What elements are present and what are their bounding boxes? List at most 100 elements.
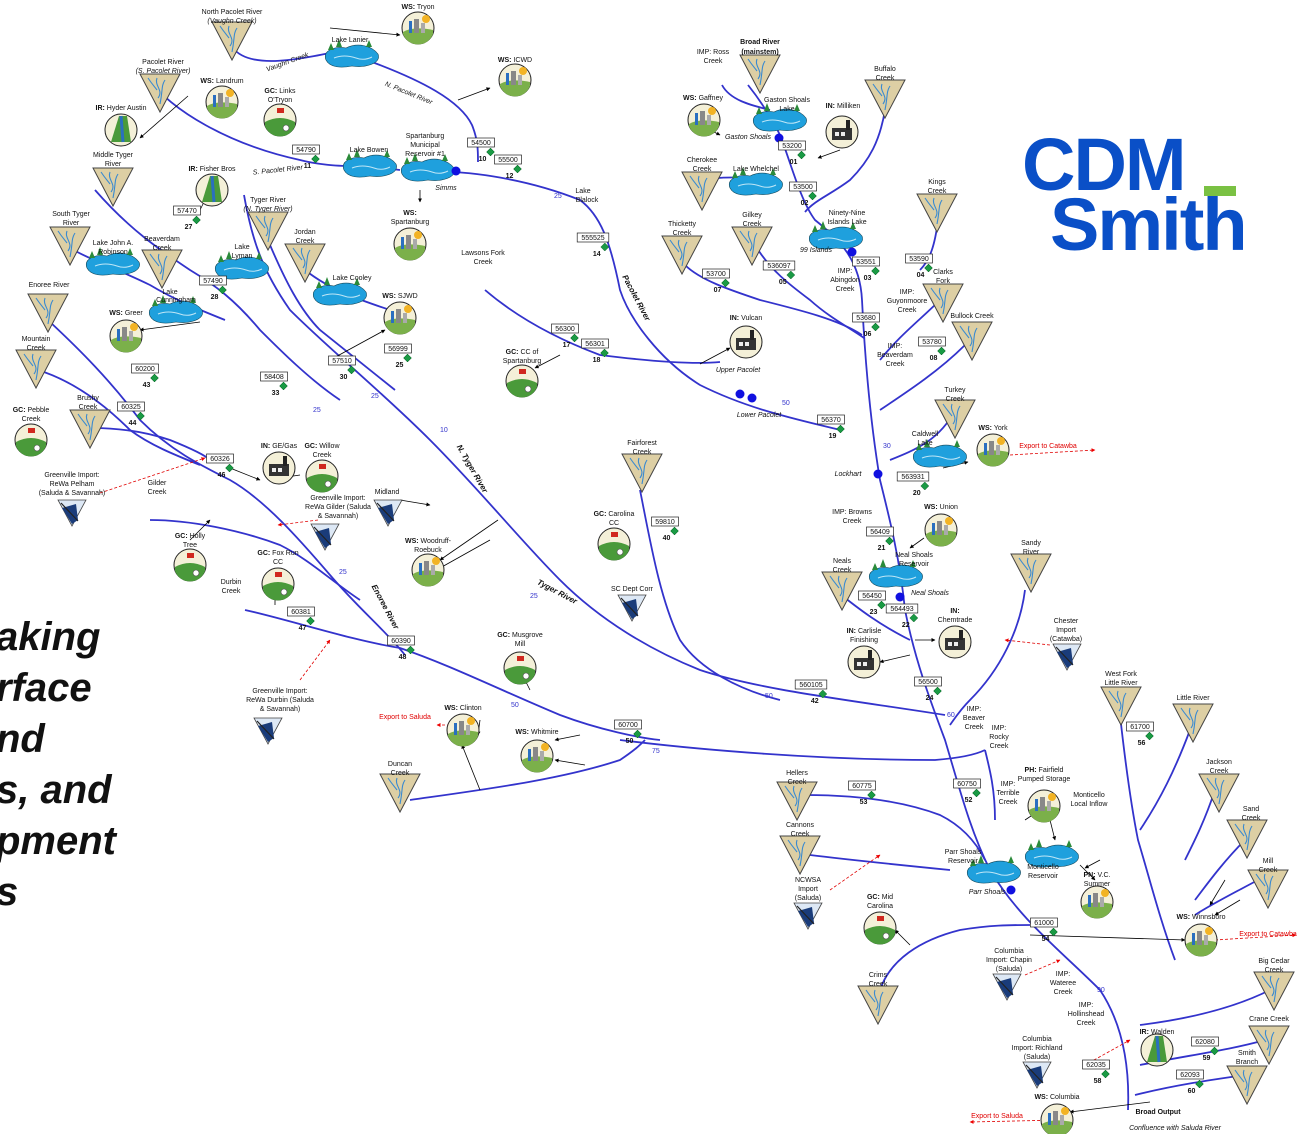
label-jordan2: Creek	[296, 238, 315, 245]
gauge-id-label: 60390	[391, 638, 411, 645]
in-carlisle-icon	[847, 645, 881, 679]
label-ir-fisher: IR: Fisher Bros	[188, 166, 236, 173]
gauge-box	[551, 323, 579, 334]
label-imp-wateree2: Wateree	[1050, 980, 1076, 987]
gauge-box	[467, 137, 495, 148]
label-beaverdam: Beaverdam	[144, 236, 180, 243]
label-cherokee: Cherokee	[687, 157, 717, 164]
gauge-id-label: 60700	[618, 722, 638, 729]
gc-willow-icon	[305, 459, 339, 493]
label-gaston: Gaston Shoals	[764, 97, 810, 104]
south-tyger-tributary-icon	[49, 226, 91, 266]
label-gvl-durbin3: & Savannah)	[260, 706, 300, 713]
side-text-fragment: aking rface nd s, and pment s	[0, 612, 156, 918]
west-fork-tributary-icon	[1100, 686, 1142, 726]
node-number-label: 20	[913, 490, 921, 497]
label-pacr2: (S. Pacolet River)	[136, 68, 191, 75]
node-number-label: 24	[926, 695, 934, 702]
gc-mid-carolina-icon	[863, 911, 897, 945]
neals-tributary-icon	[821, 571, 863, 611]
label-imp-beaver3: Creek	[965, 724, 984, 731]
enoree-tributary-icon	[27, 293, 69, 333]
label-pn-vc2: Summer	[1084, 881, 1111, 888]
label-gc-mid: GC: Mid	[867, 894, 893, 901]
dam-dot	[774, 133, 784, 143]
gc-musgrove-icon	[503, 651, 537, 685]
river-label-ntyger-river: N. Tyger River	[455, 443, 490, 495]
gauge-id-label: 53780	[922, 339, 942, 346]
node-number-label: 14	[593, 251, 601, 258]
node-diamond	[867, 790, 876, 800]
label-in-chem: IN:	[950, 608, 959, 615]
node-diamond	[877, 600, 886, 610]
node-diamond	[1195, 1079, 1204, 1089]
node-number-label: 58	[1094, 1078, 1102, 1085]
ws-gaffney-icon	[687, 103, 721, 137]
label-durbin: Durbin	[221, 579, 242, 586]
ws-york-icon	[976, 433, 1010, 467]
label-imp-ross: IMP: Ross	[697, 49, 730, 56]
node-diamond	[972, 788, 981, 798]
label-imp-browns2: Creek	[843, 518, 862, 525]
ir-walden-icon	[1139, 1032, 1175, 1068]
label-col-chapin: Columbia	[994, 948, 1024, 955]
gauge-id-label: 61000	[1034, 920, 1054, 927]
logo-accent-bar	[1204, 186, 1236, 196]
bullock-tributary-icon	[951, 321, 993, 361]
label-chester3: (Catawba)	[1050, 636, 1082, 643]
flow-value-label: 10	[440, 427, 448, 434]
dam-dot	[895, 592, 905, 602]
gauge-id-label: 56370	[821, 417, 841, 424]
node-number-label: 27	[185, 224, 193, 231]
label-midland: Midland	[375, 489, 400, 496]
monticello-reservoir-icon	[1024, 838, 1080, 868]
node-number-label: 30	[340, 374, 348, 381]
node-number-label: 05	[779, 279, 787, 286]
ws-tryon-icon	[401, 11, 435, 45]
node-number-label: 47	[299, 625, 307, 632]
node-number-label: 17	[563, 342, 571, 349]
node-number-label: 04	[917, 272, 925, 279]
little-river-tributary-icon	[1172, 703, 1214, 743]
label-lowerpac: Lower Pacolet	[737, 412, 782, 419]
node-diamond	[486, 147, 495, 157]
label-mtyger2: River	[105, 161, 122, 168]
middle-tyger-tributary-icon	[92, 167, 134, 207]
label-ws-clinton: WS: Clinton	[444, 705, 481, 712]
gauge-id-label: 56450	[862, 593, 882, 600]
label-gc-links: GC: Links	[264, 88, 296, 95]
flow-value-label: 50	[782, 400, 790, 407]
flow-value-label: 25	[339, 569, 347, 576]
gauge-box	[387, 635, 415, 646]
node-number-label: 23	[870, 609, 878, 616]
ws-clinton-icon	[446, 713, 480, 747]
node-diamond	[192, 215, 201, 225]
node-diamond	[633, 729, 642, 739]
logo-line1: CDM	[1022, 123, 1187, 206]
label-imp-beaver: IMP:	[967, 706, 981, 713]
ws-columbia-icon	[1040, 1103, 1074, 1134]
label-imp-hollin3: Creek	[1077, 1020, 1096, 1027]
label-hellers2: Creek	[788, 779, 807, 786]
gauge-box	[131, 363, 159, 374]
river-label-pacolet-river: Pacolet River	[620, 273, 652, 323]
node-diamond	[218, 285, 227, 295]
label-lakejohn: Lake John A.	[93, 240, 134, 247]
node-diamond	[786, 270, 796, 280]
label-bowen: Lake Bowen	[350, 147, 389, 154]
label-exp-catawba1: Export to Catawba	[1019, 443, 1077, 450]
label-lawsons2: Creek	[474, 259, 493, 266]
label-gc-links2: O'Tryon	[268, 97, 293, 104]
gauge-id-label: 59810	[655, 519, 675, 526]
label-scdept: SC Dept Corr	[611, 586, 654, 593]
label-gaston-sh: Gaston Shoals	[725, 134, 771, 141]
label-gc-ccs2: Spartanburg	[503, 358, 542, 365]
gauge-box	[1191, 1036, 1219, 1047]
label-clarks: Clarks	[933, 269, 953, 276]
ph-fairfield-icon	[1027, 789, 1061, 823]
node-diamond	[279, 381, 288, 391]
label-in-vulcan: IN: Vulcan	[730, 315, 763, 322]
flow-value-label: 50	[765, 693, 773, 700]
in-vulcan-icon	[729, 325, 763, 359]
label-cannons: Cannons	[786, 822, 815, 829]
